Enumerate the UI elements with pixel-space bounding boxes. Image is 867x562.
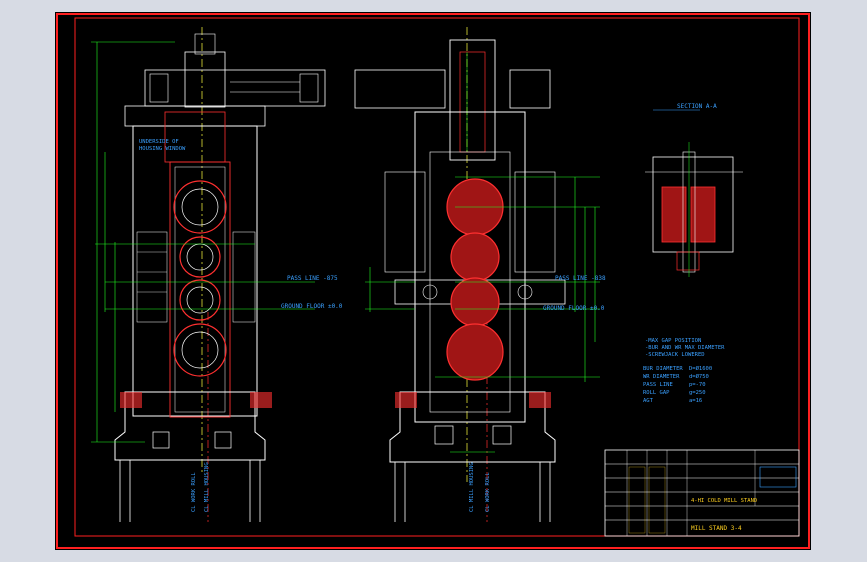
spec-name-4: ROLL GAP [643,390,670,396]
spec-value-4: g=250 [689,390,706,396]
label-housing-window-2: HOUSING WINDOW [139,146,186,152]
note-line-1: -MAX GAP POSITION [645,338,701,344]
left-ground-floor-label: GROUND FLOOR ±0.0 [281,303,343,310]
inner-border [74,17,800,537]
right-pass-line-label: PASS LINE -838 [555,275,606,282]
title-block [604,449,800,537]
spec-name-3: PASS LINE [643,382,673,388]
right-ground-floor-label: GROUND FLOOR ±0.0 [543,305,605,312]
note-line-3: -SCREWJACK LOWERED [645,352,705,358]
spec-value-1: D=Ø1600 [689,365,712,372]
left-cl-mill-housing-label: CL MILL HOUSING [204,462,210,512]
right-cl-mill-housing-label: CL MILL HOUSING [469,462,475,512]
right-elevation-view [354,27,600,522]
outer-border [56,13,810,549]
drawing-svg: UNDERSIDE OF HOUSING WINDOW PASS LINE -8… [56,13,810,549]
left-cl-work-roll-label: CL WORK ROLL [191,472,197,512]
spec-value-3: p=-70 [689,382,706,388]
spec-value-5: a=16 [689,398,702,404]
spec-value-2: d=Ø750 [689,373,709,380]
drawing-title: 4-HI COLD MILL STAND [691,498,757,504]
section-title: SECTION A-A [677,103,717,110]
left-elevation-view [91,27,326,522]
spec-name-1: BUR DIAMETER [643,366,683,372]
section-a-a-view [645,109,743,277]
notes-block: -MAX GAP POSITION -BUR AND WR MAX DIAMET… [643,338,725,404]
spec-name-5: AGT [643,398,654,404]
note-line-2: -BUR AND WR MAX DIAMETER [645,345,725,351]
spec-name-2: WR DIAMETER [643,374,680,380]
drawing-canvas[interactable]: UNDERSIDE OF HOUSING WINDOW PASS LINE -8… [55,12,811,550]
left-pass-line-label: PASS LINE -875 [287,275,338,282]
label-housing-window-1: UNDERSIDE OF [139,139,179,145]
right-cl-work-roll-label: CL WORK ROLL [485,472,491,512]
drawing-subtitle: MILL STAND 3-4 [691,525,742,532]
